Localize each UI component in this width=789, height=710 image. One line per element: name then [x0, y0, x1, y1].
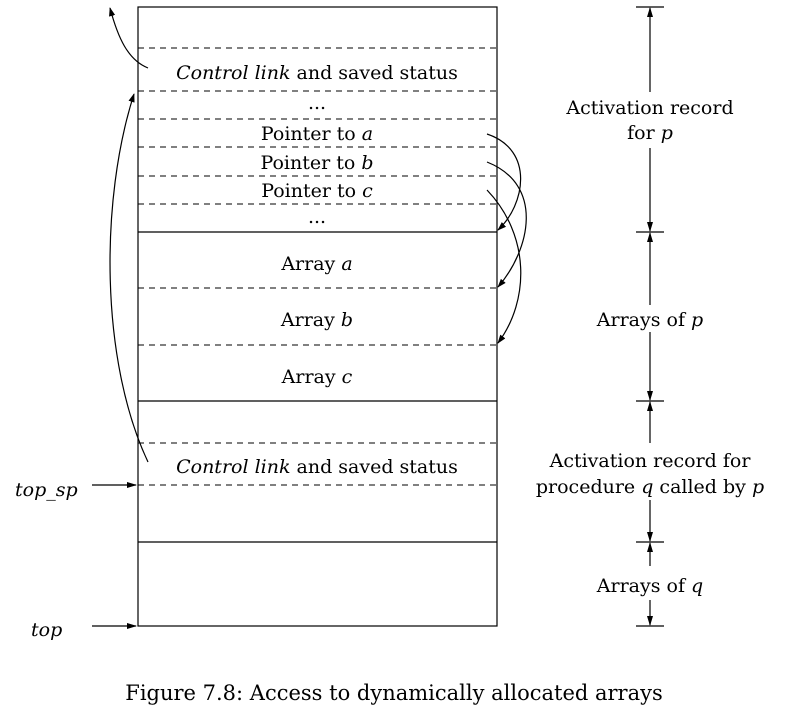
array-prefix: Array: [281, 366, 342, 388]
control-link-rest: and saved status: [290, 456, 457, 478]
ar-p-for: for: [627, 122, 661, 144]
ellipsis-2: ...: [308, 206, 326, 228]
ar-q-label-line2: procedure q called by p: [536, 476, 764, 498]
control-link-italic: Control link: [176, 62, 290, 84]
top-label: top: [31, 619, 62, 641]
control-link-text-q: Control link and saved status: [176, 456, 458, 478]
pointer-to-c: Pointer to c: [261, 180, 373, 202]
ar-q-var-p: p: [752, 476, 764, 498]
pointer-prefix: Pointer to: [261, 180, 362, 202]
array-c: Array c: [281, 366, 353, 388]
control-link-italic: Control link: [176, 456, 290, 478]
stack-box: [137, 6, 498, 627]
pointer-b-arrow: [486, 161, 527, 288]
ar-q-called-by: called by: [653, 476, 752, 498]
pointer-var-c: c: [362, 180, 373, 202]
arrays-p-label: Arrays of p: [596, 309, 703, 331]
control-link-arrow-p: [109, 7, 149, 69]
control-link-text-p: Control link and saved status: [176, 62, 458, 84]
ar-p-label-line1: Activation record: [565, 97, 733, 119]
arrays-p-var: p: [691, 309, 703, 331]
control-link-rest: and saved status: [290, 62, 457, 84]
pointer-c-arrow: [486, 189, 522, 344]
array-prefix: Array: [280, 309, 341, 331]
ar-p-var: p: [661, 122, 673, 144]
ar-q-procedure: procedure: [536, 476, 641, 498]
ar-p-label-line2: for p: [627, 122, 673, 144]
pointer-to-a: Pointer to a: [261, 123, 373, 145]
arrays-q-label: Arrays of q: [596, 575, 703, 597]
figure-caption: Figure 7.8: Access to dynamically alloca…: [125, 681, 663, 705]
pointer-prefix: Pointer to: [261, 123, 362, 145]
array-prefix: Array: [280, 253, 341, 275]
pointer-prefix: Pointer to: [260, 152, 361, 174]
pointer-to-b: Pointer to b: [260, 152, 373, 174]
array-b: Array b: [280, 309, 353, 331]
arrays-q-var: q: [691, 575, 703, 597]
array-a: Array a: [280, 253, 352, 275]
pointer-var-a: a: [362, 123, 373, 145]
arrays-p-prefix: Arrays of: [596, 309, 691, 331]
pointer-a-arrow: [486, 133, 522, 231]
array-var-a: a: [341, 253, 352, 275]
arrays-q-prefix: Arrays of: [596, 575, 691, 597]
pointer-var-b: b: [361, 152, 373, 174]
array-var-b: b: [341, 309, 353, 331]
ar-q-var-q: q: [641, 476, 653, 498]
ar-q-label-line1: Activation record for: [549, 450, 752, 472]
top-sp-label: top_sp: [15, 479, 78, 501]
ellipsis-1: ...: [308, 92, 326, 114]
array-var-c: c: [342, 366, 353, 388]
control-link-arrow-q: [109, 93, 149, 463]
